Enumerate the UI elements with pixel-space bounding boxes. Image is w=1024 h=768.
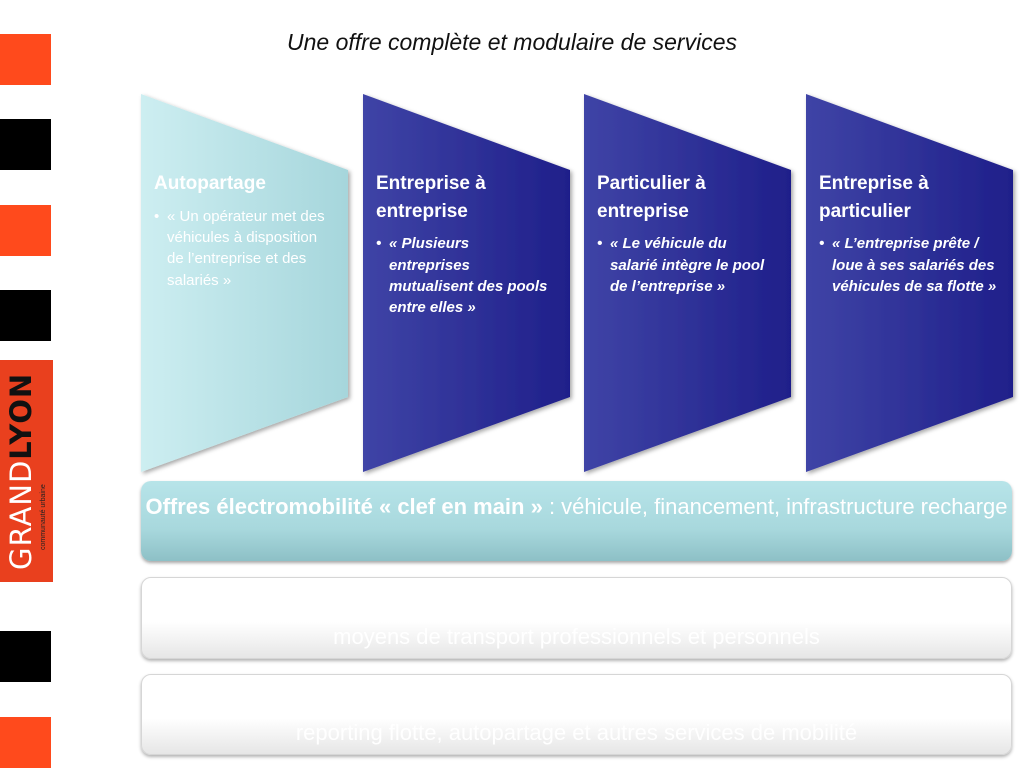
decor-square-black bbox=[0, 290, 51, 341]
card-bullet: « L’entreprise prête / loue à ses salari… bbox=[819, 233, 997, 297]
decor-square-orange bbox=[0, 205, 51, 256]
card-heading: Autopartage bbox=[154, 173, 266, 194]
decor-square-orange bbox=[0, 34, 51, 85]
card-heading: Entreprise à entreprise bbox=[376, 173, 486, 222]
card-entreprise-particulier: Entreprise à particulier « L’entreprise … bbox=[819, 170, 997, 297]
slide-title: Une offre complète et modulaire de servi… bbox=[287, 29, 737, 55]
card-particulier-entreprise: Particulier à entreprise « Le véhicule d… bbox=[597, 170, 767, 297]
decor-square-orange bbox=[0, 717, 51, 768]
card-bullet: « Le véhicule du salarié intègre le pool… bbox=[597, 233, 767, 297]
card-autopartage: Autopartage « Un opérateur met des véhic… bbox=[154, 170, 332, 291]
bar-bold-text: Offres électromobilité « clef en main » bbox=[145, 494, 543, 519]
decor-square-black bbox=[0, 119, 51, 170]
card-bullet: « Un opérateur met des véhicules à dispo… bbox=[154, 206, 332, 292]
card-heading: Entreprise à particulier bbox=[819, 173, 929, 222]
decor-square-black bbox=[0, 631, 51, 682]
card-bullet: « Plusieurs entreprises mutualisent des … bbox=[376, 233, 548, 319]
card-entreprise-entreprise: Entreprise à entreprise « Plusieurs entr… bbox=[376, 170, 548, 319]
grand-lyon-logo: GRANDLYON communauté urbaine bbox=[0, 360, 53, 582]
card-heading: Particulier à entreprise bbox=[597, 173, 706, 222]
bar-transport: moyens de transport professionnels et pe… bbox=[141, 577, 1012, 659]
bar-text: : véhicule, financement, infrastructure … bbox=[542, 494, 1008, 519]
bar-electromobilite: Offres électromobilité « clef en main » … bbox=[141, 481, 1012, 561]
bar-reporting: reporting flotte, autopartage et autres … bbox=[141, 674, 1012, 755]
